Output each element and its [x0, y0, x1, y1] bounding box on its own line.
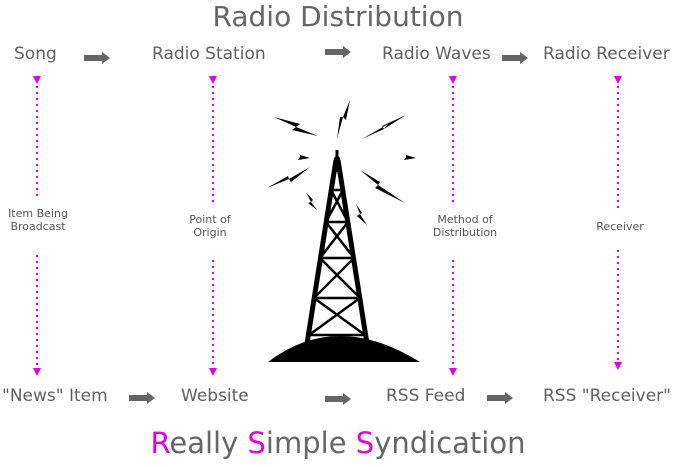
arrow-right-icon: [325, 46, 351, 58]
label-receiver: Receiver: [596, 220, 644, 233]
lightning-bolt-icon: [337, 100, 350, 139]
arrow-right-icon: [487, 392, 513, 404]
lightning-bolt-icon: [287, 155, 310, 160]
diagram-title: Radio Distribution: [212, 0, 464, 33]
lightning-bolt-icon: [356, 204, 367, 225]
label-radio-waves: Radio Waves: [382, 44, 491, 64]
arrow-right-icon: [325, 393, 351, 405]
label-item-being-broadcast: Item Being Broadcast: [8, 207, 68, 233]
label-song: Song: [14, 44, 57, 64]
arrow-right-icon: [502, 52, 528, 64]
acronym-letter-r: R: [150, 426, 170, 460]
acronym-letter-s1: S: [247, 426, 266, 460]
lightning-bolt-icon: [360, 170, 405, 203]
lightning-bolt-icon: [306, 192, 317, 210]
acronym-rest-yndication: yndication: [374, 426, 526, 460]
acronym-rest-imple: imple: [265, 426, 356, 460]
label-method-of-distribution: Method of Distribution: [432, 213, 498, 239]
label-news-item: "News" Item: [2, 386, 108, 406]
arrow-right-icon: [84, 52, 110, 64]
lightning-bolt-icon: [274, 117, 318, 136]
label-website: Website: [181, 386, 249, 406]
label-radio-station: Radio Station: [152, 44, 266, 64]
acronym-rest-eally: eally: [169, 426, 248, 460]
lightning-bolt-icon: [362, 115, 406, 139]
radio-tower-icon: [268, 150, 420, 362]
arrow-right-icon: [129, 392, 155, 404]
label-rss-feed: RSS Feed: [386, 386, 466, 406]
label-point-of-origin: Point of Origin: [189, 213, 231, 239]
acronym-letter-s2: S: [355, 426, 375, 460]
lightning-bolt-icon: [267, 167, 310, 188]
label-radio-receiver: Radio Receiver: [543, 44, 670, 64]
lightning-bolt-icon: [393, 155, 416, 160]
acronym-title: Really Simple Syndication: [0, 426, 676, 460]
label-rss-receiver: RSS "Receiver": [543, 386, 671, 406]
